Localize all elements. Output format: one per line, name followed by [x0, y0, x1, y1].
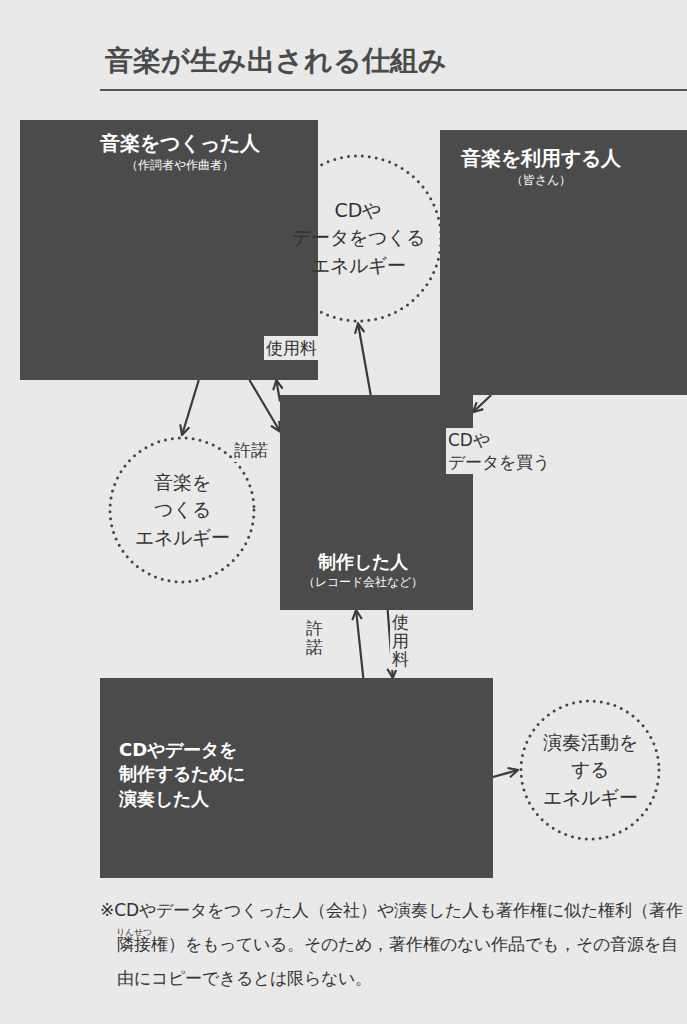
circle-body: 演奏活動を する エネルギー: [518, 698, 662, 842]
ruby-reading: りんせつ: [116, 928, 152, 937]
node-text: 音楽をつくった人: [100, 130, 260, 157]
label-band: 音楽を利用する人（皆さん）: [447, 140, 635, 193]
flow-arrow: [356, 610, 363, 678]
flow-arrow: [493, 770, 518, 777]
node-text: 音楽を つくる エネルギー: [135, 469, 230, 552]
flow-arrow: [249, 380, 280, 432]
energy-circle: 演奏活動を する エネルギー: [518, 698, 662, 842]
edge-label: 許諾: [304, 618, 325, 657]
diagram-title: 音楽が生み出される仕組み: [105, 42, 447, 80]
node-text: 制作した人: [303, 550, 423, 574]
party-node: 音楽を利用する人（皆さん）: [440, 130, 687, 395]
title-rule-part: [100, 89, 687, 91]
flow-arrow: [358, 324, 371, 396]
edge-label: 使用料: [390, 612, 411, 670]
label-band: 制作した人（レコード会社など）: [289, 545, 437, 595]
node-subtext: （皆さん）: [461, 172, 621, 188]
footnote: ※CDやデータをつくった人（会社）や演奏した人も著作権に似た権利（著作隣接権）を…: [100, 893, 687, 995]
node-text: CDやデータを 制作するために 演奏した人: [119, 738, 245, 811]
label-band: 音楽をつくった人（作詞者や作曲者）: [86, 125, 274, 178]
edge-label: 許諾: [232, 438, 270, 462]
flow-arrow: [473, 395, 491, 412]
edge-label: CDや データを買う: [446, 428, 552, 474]
party-node: 制作した人（レコード会社など）: [280, 395, 473, 610]
label-band: CDやデータを 制作するために 演奏した人: [105, 730, 259, 819]
flow-arrow: [182, 380, 199, 435]
node-text: 音楽を利用する人: [461, 145, 621, 172]
node-subtext: （作詞者や作曲者）: [100, 157, 260, 173]
dotted-circle: [276, 156, 441, 321]
party-node: CDやデータを 制作するために 演奏した人: [100, 678, 493, 878]
edge-label: 使用料: [264, 336, 319, 360]
dotted-circle: [521, 701, 659, 839]
title-rule: [100, 90, 687, 91]
node-text: CDや データをつくる エネルギー: [292, 197, 425, 280]
node-subtext: （レコード会社など）: [303, 574, 423, 590]
node-text: 演奏活動を する エネルギー: [543, 729, 638, 812]
